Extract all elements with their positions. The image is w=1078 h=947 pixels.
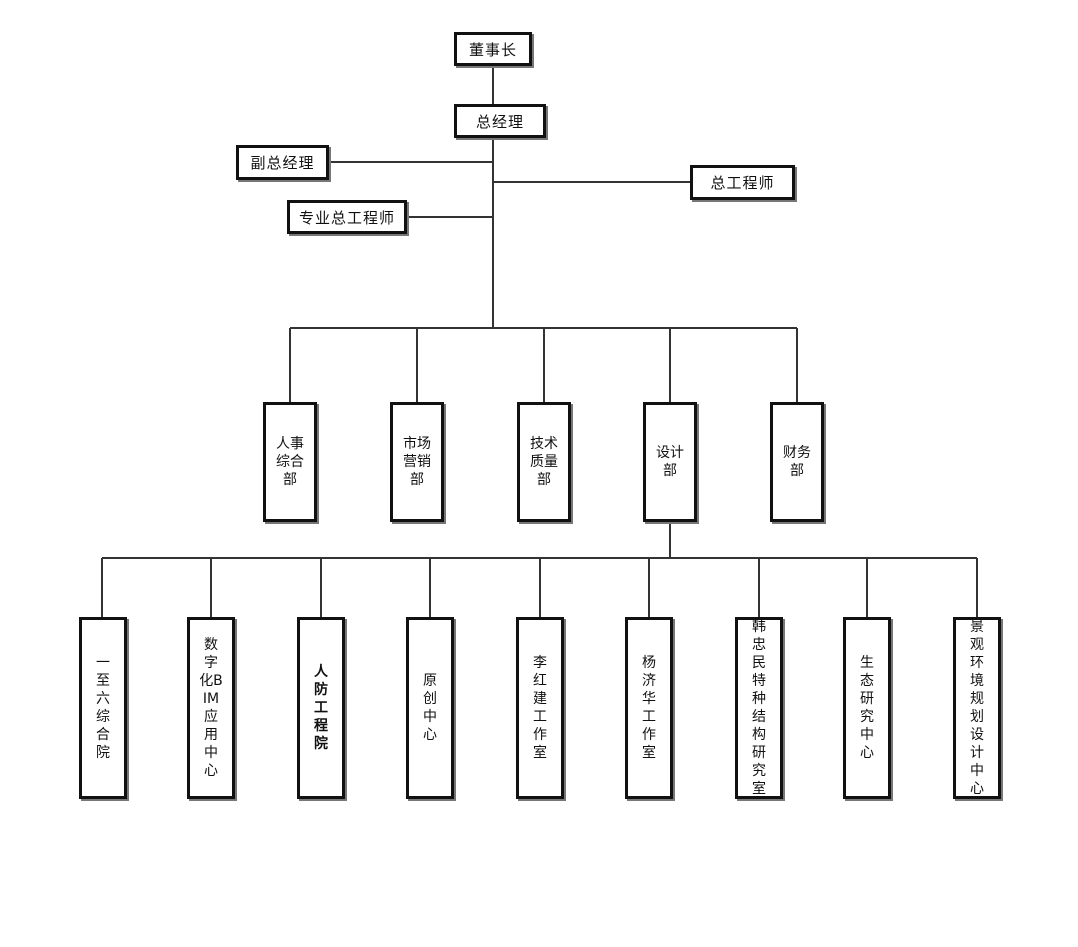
unit-yang-jihua-studio: 杨济华工作室 — [625, 617, 673, 799]
vice-gm-box: 副总经理 — [236, 145, 329, 180]
unit-civil-defense-institute: 人防工程院 — [297, 617, 345, 799]
unit-special-structure-lab: 韩忠民特种结构研究室 — [735, 617, 783, 799]
dept-design: 设计部 — [643, 402, 697, 522]
general-manager-box: 总经理 — [454, 104, 546, 138]
unit-digital-bim-center: 数字化BIM应用中心 — [187, 617, 235, 799]
chief-engineer-box: 总工程师 — [690, 165, 795, 200]
specialty-chief-engineer-box: 专业总工程师 — [287, 200, 407, 234]
dept-finance: 财务部 — [770, 402, 824, 522]
dept-marketing: 市场营销部 — [390, 402, 444, 522]
chairman-box: 董事长 — [454, 32, 532, 66]
unit-comprehensive-institutes: 一至六综合院 — [79, 617, 127, 799]
unit-original-design-center: 原创中心 — [406, 617, 454, 799]
unit-li-hongjian-studio: 李红建工作室 — [516, 617, 564, 799]
dept-hr-admin: 人事综合部 — [263, 402, 317, 522]
unit-ecology-research-center: 生态研究中心 — [843, 617, 891, 799]
unit-landscape-planning-center: 景观环境规划设计中心 — [953, 617, 1001, 799]
dept-tech-quality: 技术质量部 — [517, 402, 571, 522]
